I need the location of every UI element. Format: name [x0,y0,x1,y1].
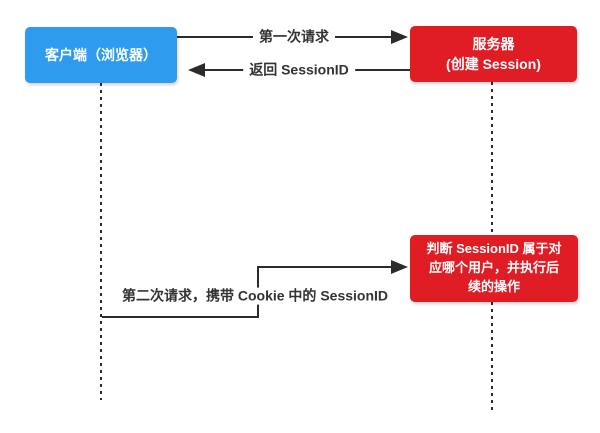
second-request-line-bottom [102,316,259,318]
server-node-label: 服务器 (创建 Session) [446,35,541,72]
client-node: 客户端（浏览器） [25,27,177,83]
arrowhead-right-icon [391,260,408,274]
return-session-label: 返回 SessionID [243,61,355,79]
second-request-label: 第二次请求，携带 Cookie 中的 SessionID [115,287,395,305]
second-request-line-top [257,266,392,268]
server-lifeline-lower [491,302,493,410]
arrowhead-right-icon [391,30,408,44]
first-request-label: 第一次请求 [253,28,335,46]
client-lifeline [100,83,102,400]
server-node: 服务器 (创建 Session) [410,26,577,82]
client-node-label: 客户端（浏览器） [45,46,157,63]
server-lifeline-upper [491,82,493,235]
judge-session-node-label: 判断 SessionID 属于对 应哪个用户，并执行后 续的操作 [426,241,562,294]
arrowhead-left-icon [188,63,205,77]
judge-session-node: 判断 SessionID 属于对 应哪个用户，并执行后 续的操作 [410,235,578,302]
